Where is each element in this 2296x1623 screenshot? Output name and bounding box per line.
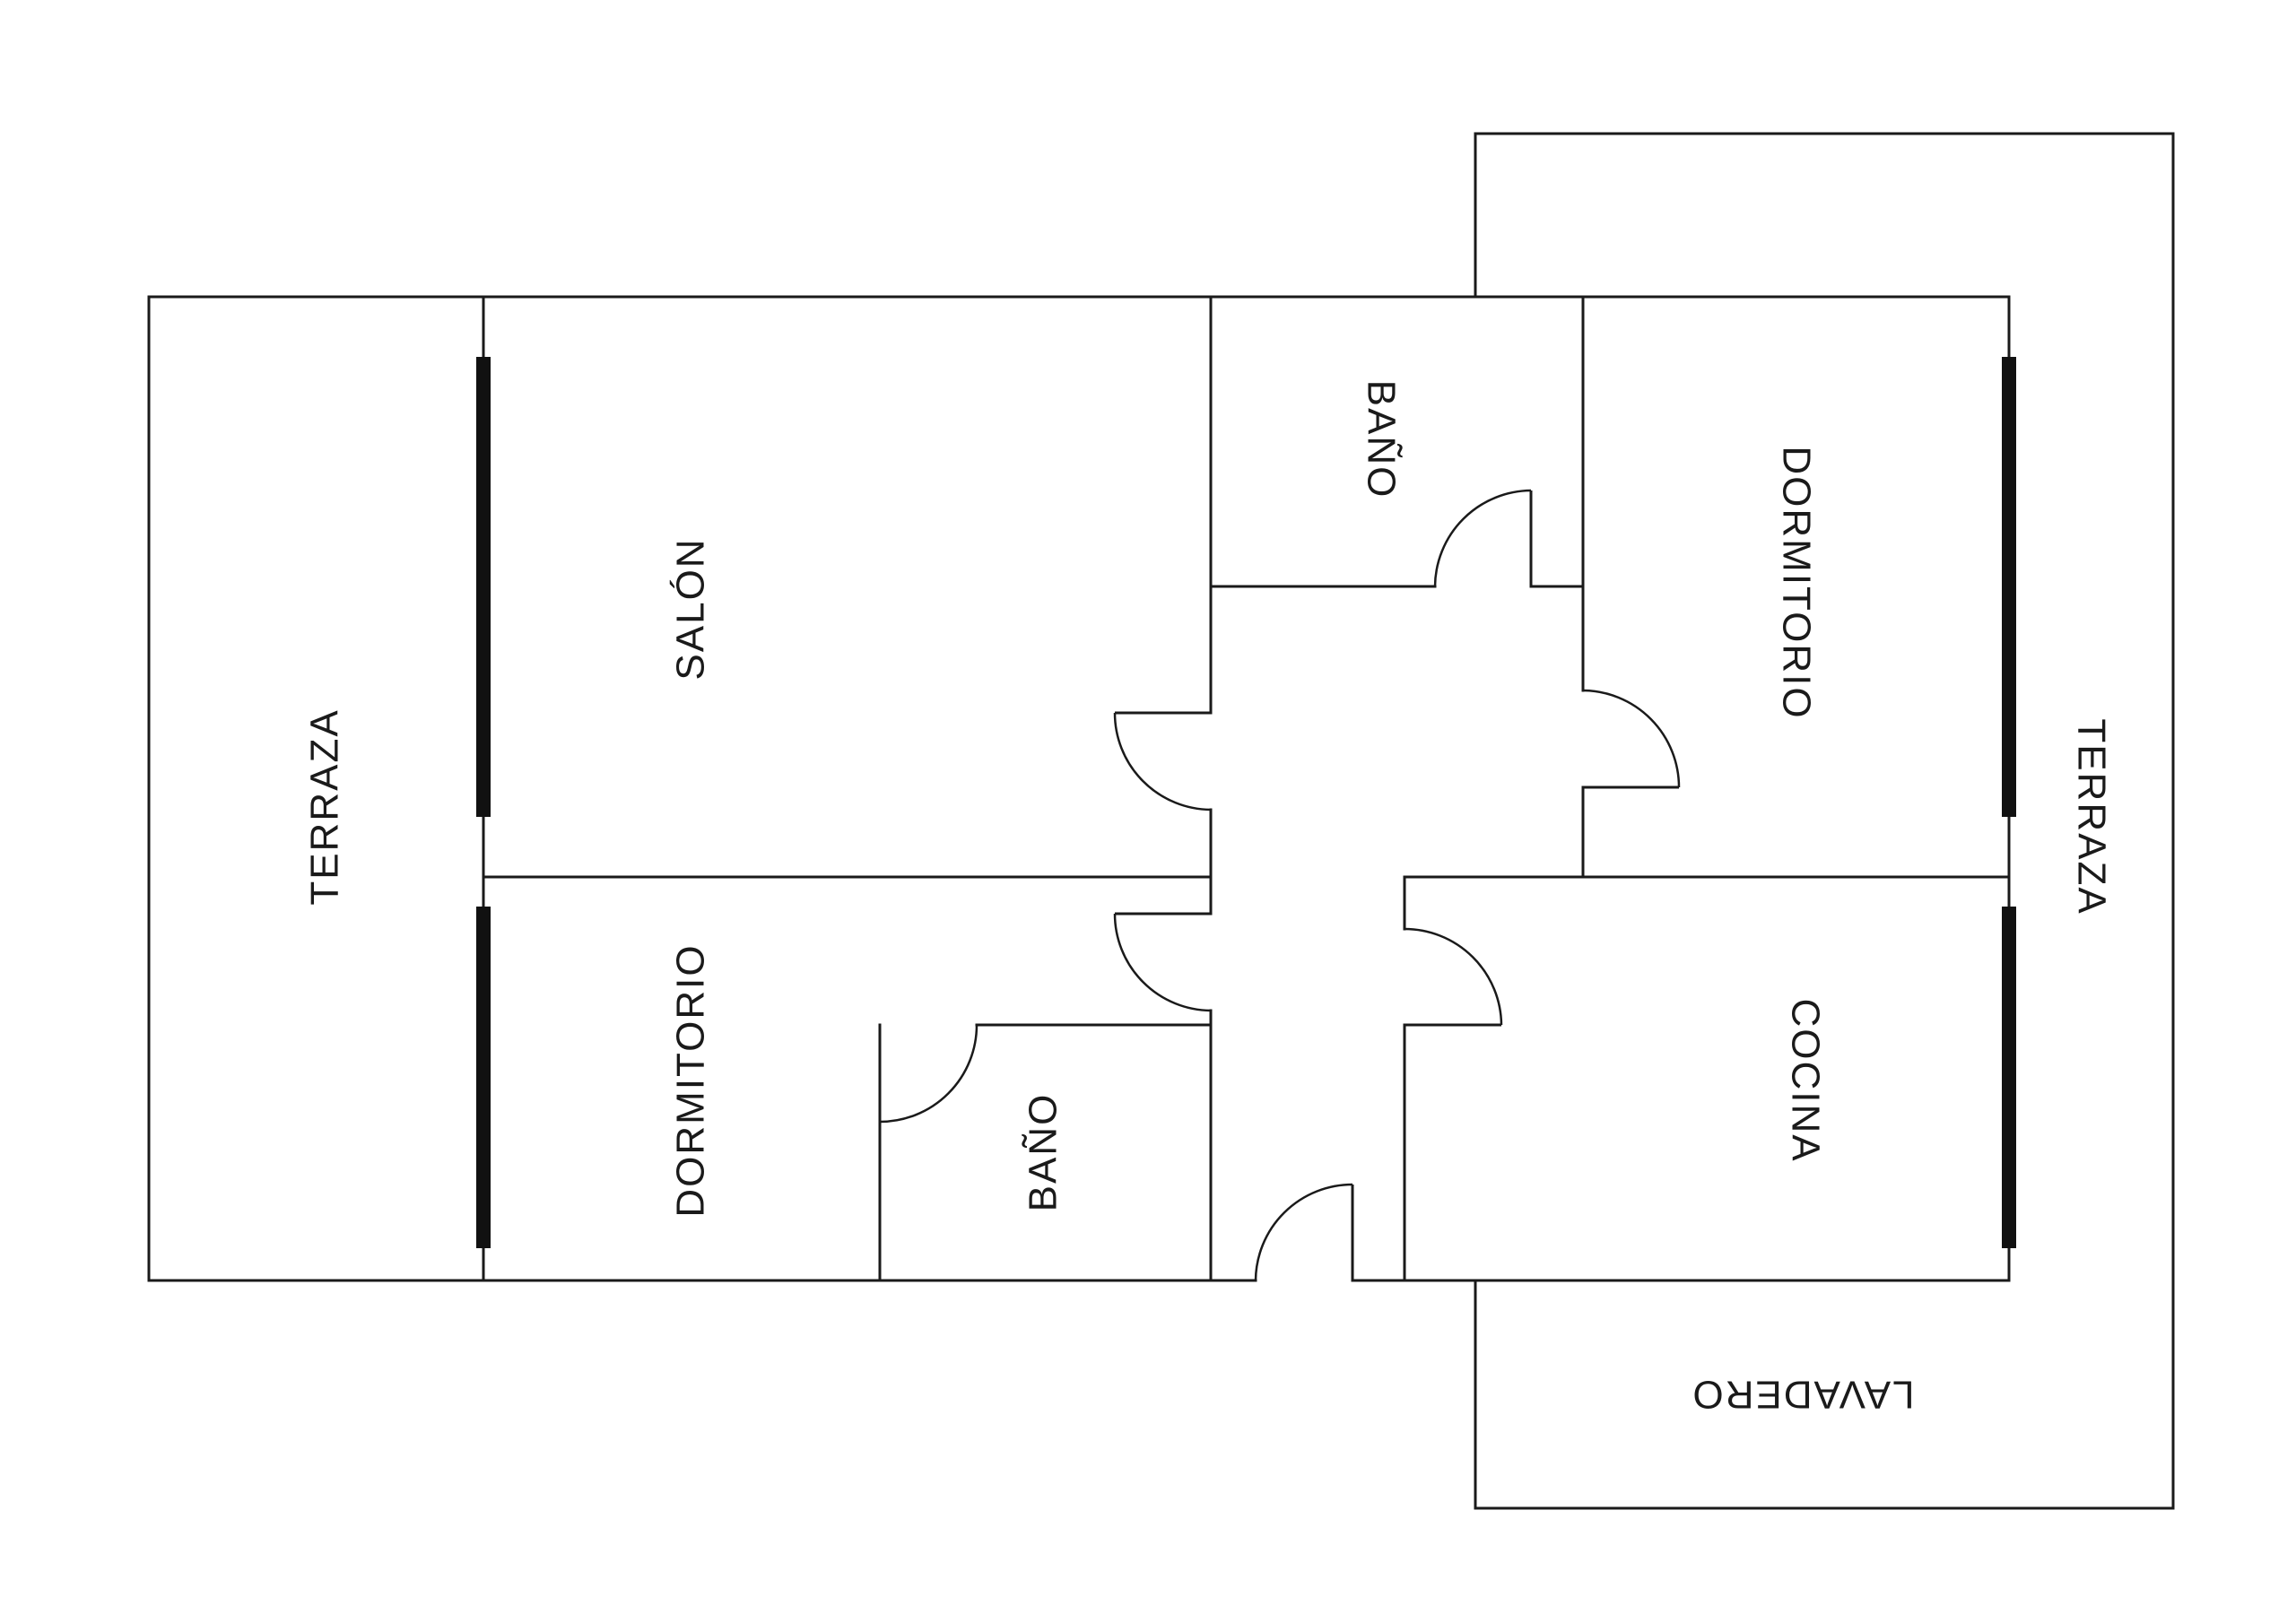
door-cocina — [1404, 927, 1503, 1027]
window-salon — [476, 357, 491, 817]
door-entrance-arc — [1254, 1183, 1353, 1281]
door-bano-lower — [878, 1024, 978, 1124]
window-cocina — [2002, 907, 2016, 1248]
room-label-salon: SALÓN — [669, 537, 713, 680]
door-dormitorio-right-arc — [1582, 689, 1681, 788]
door-corridor-arc — [1113, 913, 1212, 1012]
door-bano-upper — [1433, 489, 1533, 587]
door-entrance — [1254, 1183, 1354, 1281]
room-label-dormitorio-right: DORMITORIO — [1775, 446, 1819, 719]
room-label-bano-lower: BAÑO — [1021, 1093, 1065, 1212]
room-label-lavadero: LAVADERO — [1691, 1373, 1914, 1417]
door-bano-lower-arc — [879, 1024, 978, 1124]
apartment-outline — [147, 295, 2011, 1282]
door-bano-upper-arc — [1433, 489, 1532, 587]
room-label-dormitorio-left: DORMITORIO — [669, 943, 713, 1217]
room-label-bano-upper: BAÑO — [1360, 380, 1405, 499]
door-salon — [1113, 711, 1212, 812]
room-label-terraza-right: TERRAZA — [2070, 718, 2114, 915]
room-label-cocina: COCINA — [1784, 998, 1828, 1162]
outer-terrace-lavadero-outline — [1474, 132, 2175, 1510]
door-salon-arc — [1113, 712, 1212, 812]
door-corridor — [1113, 912, 1212, 1012]
room-label-terraza-left: TERRAZA — [303, 708, 347, 905]
window-dormitorio-left — [476, 907, 491, 1248]
door-cocina-arc — [1404, 927, 1503, 1026]
window-dormitorio-right — [2002, 357, 2016, 817]
door-dormitorio-right — [1582, 689, 1681, 789]
